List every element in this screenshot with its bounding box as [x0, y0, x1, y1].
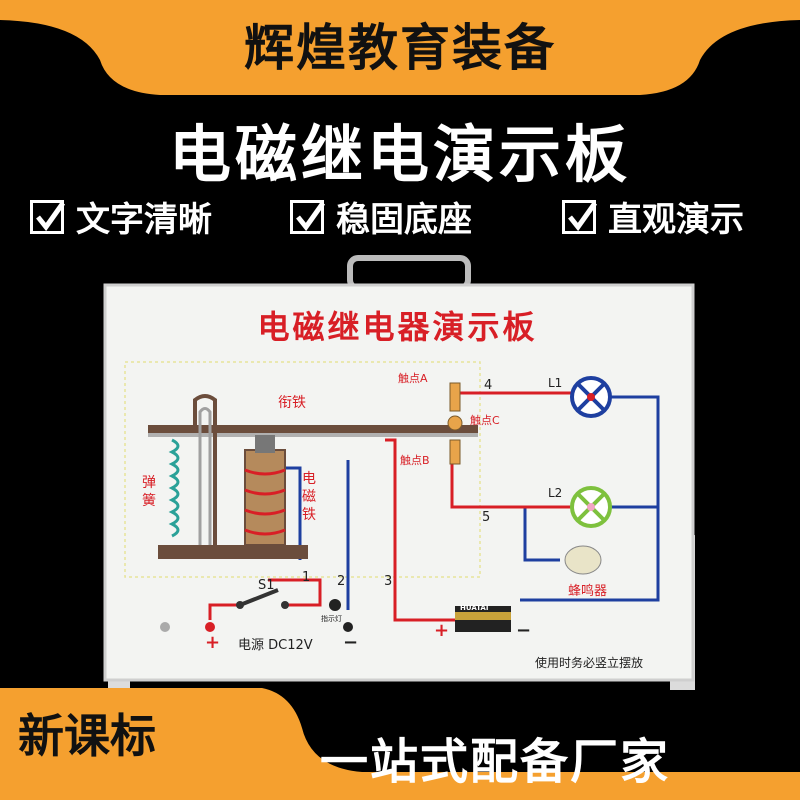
checkbox-icon	[290, 199, 326, 234]
label-s1: S1	[258, 578, 275, 593]
battery-brand: HUATAI	[460, 604, 489, 612]
contact-c	[447, 415, 463, 431]
label-minus-left: −	[343, 632, 359, 653]
label-wire-3: 3	[384, 574, 393, 589]
label-power: 电源 DC12V	[238, 638, 313, 653]
bottom-banner	[0, 688, 800, 800]
feature-item: 直观演示	[562, 192, 744, 241]
label-wire-4: 4	[484, 378, 493, 393]
feature-label: 直观演示	[608, 200, 744, 240]
label-spring: 弹簧	[142, 475, 156, 509]
checkbox-icon	[562, 199, 598, 234]
lamp-l2-icon	[570, 486, 612, 528]
label-minus-right: −	[516, 620, 532, 641]
label-buzzer: 蜂鸣器	[568, 584, 608, 599]
terminal-minus-icon	[343, 622, 353, 632]
armature-bar	[148, 425, 478, 435]
label-indicator: 指示灯	[321, 615, 342, 623]
label-l1: L1	[548, 376, 563, 390]
spring-icon	[168, 438, 180, 538]
brand-name: 辉煌教育装备	[244, 19, 556, 77]
electromagnet-core	[244, 449, 286, 546]
indicator-light-icon	[329, 599, 341, 611]
board-title: 电磁继电器演示板	[257, 308, 538, 346]
label-notice: 使用时务必竖立摆放	[535, 656, 644, 670]
feature-label: 文字清晰	[76, 200, 212, 240]
contact-a	[449, 382, 461, 412]
label-armature: 衔铁	[278, 395, 306, 411]
lamp-l1-icon	[570, 376, 612, 418]
feature-item: 文字清晰	[30, 192, 212, 241]
label-wire-2: 2	[337, 574, 346, 589]
label-wire-5: 5	[482, 510, 491, 525]
contact-b	[449, 439, 461, 465]
product-title: 电磁继电演示板	[168, 118, 631, 191]
new-curriculum-badge: 新课标	[18, 709, 156, 763]
terminal-plus-icon	[205, 622, 215, 632]
checkbox-icon	[30, 199, 66, 234]
screw-icon	[160, 622, 170, 632]
board-panel	[103, 283, 695, 682]
label-contact-a: 触点A	[398, 372, 428, 385]
label-contact-b: 触点B	[400, 454, 430, 467]
feature-item: 稳固底座	[290, 192, 472, 241]
battery-icon	[455, 606, 511, 632]
label-l2: L2	[548, 486, 563, 500]
label-plus-left: +	[205, 632, 221, 653]
feature-label: 稳固底座	[336, 200, 472, 240]
label-electromagnet: 电磁铁	[302, 471, 316, 523]
feature-list: 文字清晰 稳固底座 直观演示	[0, 192, 800, 242]
red-wiring	[208, 391, 572, 622]
yoke	[158, 545, 308, 559]
switch-s1-icon	[236, 588, 289, 609]
label-wire-1: 1	[302, 570, 311, 585]
top-banner	[0, 0, 800, 95]
buzzer-icon	[564, 545, 602, 575]
label-plus-right: +	[434, 620, 450, 641]
slogan: 一站式配备厂家	[320, 734, 671, 790]
label-contact-c: 触点C	[470, 414, 500, 427]
